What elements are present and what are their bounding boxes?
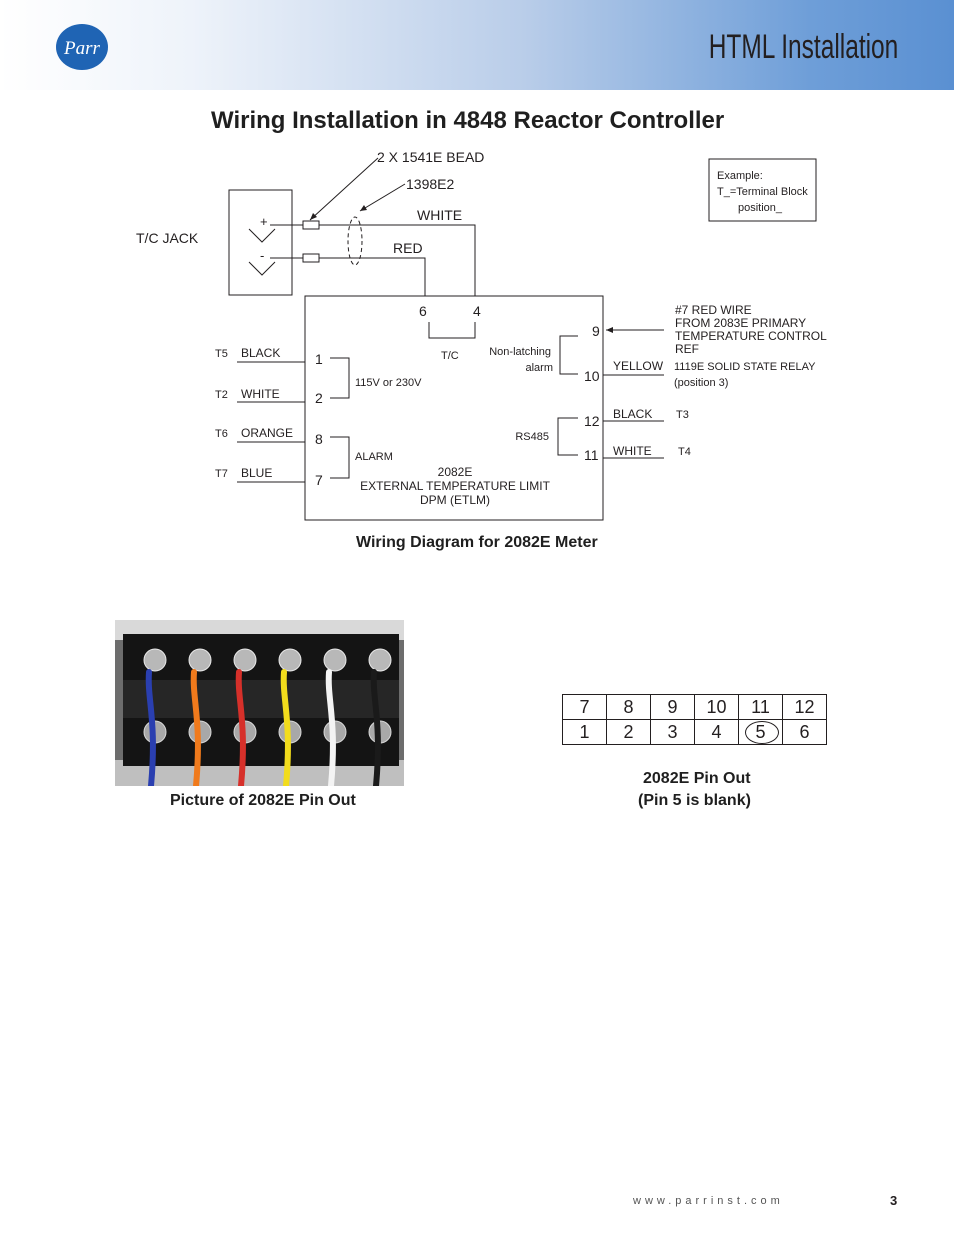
header-band — [0, 0, 954, 90]
wire-white-right: WHITE — [613, 444, 652, 458]
pin-8: 8 — [315, 431, 323, 447]
diagram-caption: Wiring Diagram for 2082E Meter — [356, 534, 598, 551]
wire-blue: BLUE — [241, 466, 272, 480]
pin-cell: 6 — [782, 719, 827, 745]
tc-label: T/C — [441, 350, 459, 362]
red-wire — [270, 257, 426, 296]
tc-jack-box — [228, 189, 293, 296]
pin-9: 9 — [592, 323, 600, 339]
parr-logo: Parr — [56, 24, 108, 70]
red-note-2: FROM 2083E PRIMARY — [675, 316, 806, 330]
pinout-row-bottom: 1 2 3 4 5 6 — [562, 719, 827, 745]
power-label: 115V or 230V — [355, 377, 422, 389]
pin-cell: 11 — [738, 694, 783, 720]
term-t7: T7 — [215, 468, 228, 480]
jack-minus-pin — [248, 261, 276, 276]
pinout-photo — [115, 620, 404, 786]
photo-screw — [143, 648, 167, 672]
wire-orange: ORANGE — [241, 426, 293, 440]
pinout-table: 7 8 9 10 11 12 1 2 3 4 5 6 — [562, 694, 827, 745]
pin-cell: 1 — [562, 719, 607, 745]
footer-url[interactable]: www.parrinst.com — [633, 1195, 784, 1207]
pinout-caption-2: (Pin 5 is blank) — [638, 792, 751, 809]
pin-1: 1 — [315, 351, 323, 367]
pinout-row-top: 7 8 9 10 11 12 — [562, 694, 827, 720]
pin-10: 10 — [584, 368, 600, 384]
bead-top — [302, 220, 320, 230]
photo-screw — [368, 648, 392, 672]
photo-screw — [278, 648, 302, 672]
term-t3: T3 — [676, 409, 689, 421]
photo-wire — [190, 669, 201, 786]
pin-cell: 12 — [782, 694, 827, 720]
blank-pin-circle — [745, 721, 779, 744]
page-number: 3 — [890, 1193, 898, 1208]
red-note-4: REF — [675, 342, 699, 356]
pin-7: 7 — [315, 472, 323, 488]
pin-cell: 4 — [694, 719, 739, 745]
example-line-1: Example: — [717, 170, 763, 182]
pin-cell: 8 — [606, 694, 651, 720]
red-note-1: #7 RED WIRE — [675, 303, 752, 317]
pin-cell-blank: 5 — [738, 719, 783, 745]
photo-screw — [233, 648, 257, 672]
pin-cell: 9 — [650, 694, 695, 720]
photo-screw — [323, 648, 347, 672]
term-t6: T6 — [215, 428, 228, 440]
pin-cell: 7 — [562, 694, 607, 720]
meter-box — [304, 295, 604, 521]
alarm-label: ALARM — [355, 451, 393, 463]
example-box — [708, 158, 817, 222]
white-wire — [270, 224, 476, 296]
logo-text: Parr — [63, 38, 101, 59]
meter-text-1: 2082E — [438, 465, 473, 479]
jack-plus-pin — [248, 228, 276, 243]
wire-white-left: WHITE — [241, 387, 280, 401]
nonlatch-1: Non-latching — [489, 346, 551, 358]
photo-wire — [145, 669, 156, 786]
pin-4: 4 — [473, 303, 481, 319]
jack-minus: - — [260, 248, 264, 263]
red-wire-label: RED — [393, 240, 423, 256]
example-line-2: T_=Terminal Block — [717, 186, 808, 198]
photo-caption: Picture of 2082E Pin Out — [170, 792, 356, 809]
pin-cell: 3 — [650, 719, 695, 745]
pin-11: 11 — [584, 447, 599, 463]
jack-plus: + — [260, 214, 268, 229]
term-t4: T4 — [678, 446, 691, 458]
bead-bottom — [302, 253, 320, 263]
photo-wire — [280, 669, 291, 786]
tc-jack-label: T/C JACK — [136, 230, 199, 246]
rs485-label: RS485 — [515, 431, 549, 443]
relay-note-1: 1119E SOLID STATE RELAY — [674, 361, 816, 373]
pinout-caption-1: 2082E Pin Out — [643, 770, 751, 787]
nonlatch-2: alarm — [525, 362, 553, 374]
red-note-3: TEMPERATURE CONTROL — [675, 329, 827, 343]
wire-black-right: BLACK — [613, 407, 652, 421]
photo-wire — [235, 669, 246, 786]
photo-wire — [325, 669, 336, 786]
cable-label: 1398E2 — [406, 176, 454, 192]
white-wire-label: WHITE — [417, 207, 462, 223]
wire-bundle — [347, 216, 363, 266]
wire-black-left: BLACK — [241, 346, 280, 360]
meter-text-2: EXTERNAL TEMPERATURE LIMIT — [360, 479, 550, 493]
term-t5: T5 — [215, 348, 228, 360]
photo-wire — [370, 669, 381, 786]
term-t2: T2 — [215, 389, 228, 401]
meter-text-3: DPM (ETLM) — [420, 493, 490, 507]
wire-yellow: YELLOW — [613, 359, 664, 373]
pin-6: 6 — [419, 303, 427, 319]
page-title: Wiring Installation in 4848 Reactor Cont… — [211, 107, 725, 134]
header-title: HTML Installation — [708, 28, 898, 66]
photo-screw — [188, 648, 212, 672]
pin-cell: 10 — [694, 694, 739, 720]
bead-label: 2 X 1541E BEAD — [377, 149, 484, 165]
relay-note-2: (position 3) — [674, 377, 728, 389]
example-line-3: position_ — [738, 202, 783, 214]
pin-12: 12 — [584, 413, 600, 429]
wiring-diagram: + - T/C JACK WHITE RED 2 X 1541E BEAD 13… — [136, 149, 827, 521]
pin-cell: 2 — [606, 719, 651, 745]
pin-2: 2 — [315, 390, 323, 406]
